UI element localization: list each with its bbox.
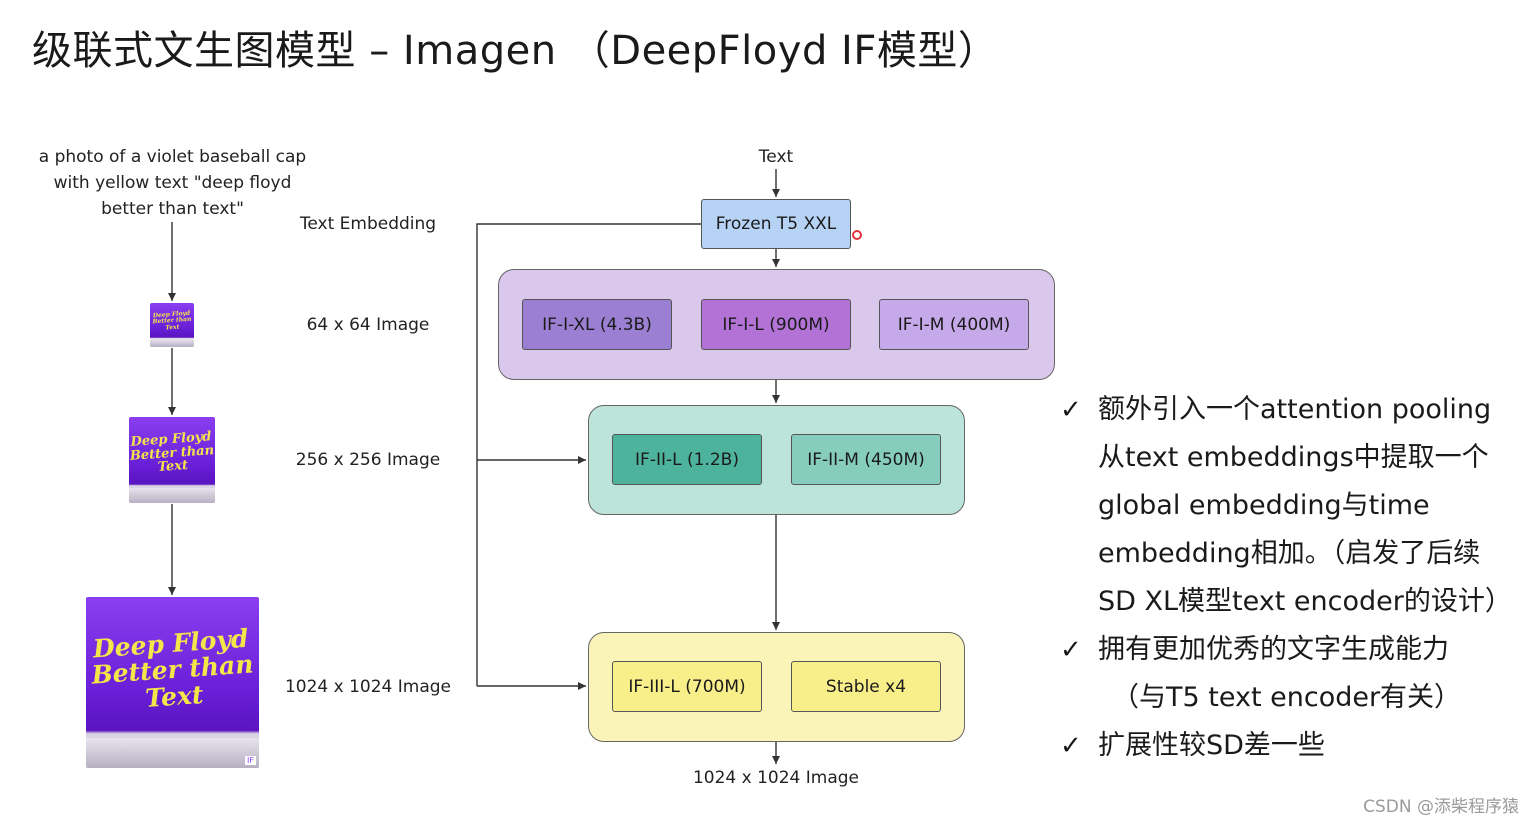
watermark: CSDN @添柴程序猿 bbox=[1363, 797, 1519, 817]
bullet-item: ✓ 拥有更加优秀的文字生成能力 （与T5 text encoder有关） bbox=[1060, 626, 1520, 722]
page-title: 级联式文生图模型 – Imagen （DeepFloyd IF模型） bbox=[32, 28, 999, 74]
bullet-line: SD XL模型text encoder的设计） bbox=[1098, 586, 1512, 617]
check-icon: ✓ bbox=[1060, 731, 1082, 761]
embedding-bus bbox=[476, 223, 701, 686]
bullet-line: 扩展性较SD差一些 bbox=[1098, 730, 1325, 761]
bullet-line: 额外引入一个attention pooling bbox=[1098, 394, 1492, 425]
model-if-i-xl: IF-I-XL (4.3B) bbox=[522, 299, 672, 350]
label-64-image: 64 x 64 Image bbox=[306, 315, 430, 335]
bullet-line: （与T5 text encoder有关） bbox=[1112, 682, 1462, 713]
check-icon: ✓ bbox=[1060, 635, 1082, 665]
label-256-image: 256 x 256 Image bbox=[295, 450, 441, 470]
model-if-i-l: IF-I-L (900M) bbox=[701, 299, 851, 350]
cap-image-1024: Deep Floyd Better than Text IF bbox=[86, 597, 259, 768]
model-stable-x4: Stable x4 bbox=[791, 661, 941, 712]
label-1024-image: 1024 x 1024 Image bbox=[284, 677, 452, 697]
prompt-line: with yellow text "deep floyd bbox=[53, 173, 292, 193]
prompt-line: a photo of a violet baseball cap bbox=[38, 147, 307, 167]
bullet-line: global embedding与time bbox=[1098, 490, 1430, 521]
check-icon: ✓ bbox=[1060, 395, 1082, 425]
bullet-line: 拥有更加优秀的文字生成能力 bbox=[1098, 634, 1449, 665]
model-if-ii-m: IF-II-M (450M) bbox=[791, 434, 941, 485]
pointer-cursor-icon bbox=[852, 230, 862, 240]
cap-image-64: Deep Floyd Better than Text bbox=[150, 303, 194, 347]
bullet-line: 从text embeddings中提取一个 bbox=[1098, 442, 1489, 473]
output-label: 1024 x 1024 Image bbox=[692, 768, 860, 788]
bullet-line: embedding相加。（启发了后续 bbox=[1098, 538, 1481, 569]
feature-bullets: ✓ 额外引入一个attention pooling 从text embeddin… bbox=[1060, 386, 1520, 770]
model-if-iii-l: IF-III-L (700M) bbox=[612, 661, 762, 712]
model-if-i-m: IF-I-M (400M) bbox=[879, 299, 1029, 350]
cap-image-256: Deep Floyd Better than Text bbox=[129, 417, 215, 503]
bullet-item: ✓ 额外引入一个attention pooling 从text embeddin… bbox=[1060, 386, 1520, 626]
prompt-line: better than text" bbox=[101, 199, 244, 219]
if-logo: IF bbox=[245, 756, 256, 765]
prompt-caption: a photo of a violet baseball cap with ye… bbox=[30, 144, 315, 222]
bullet-item: ✓ 扩展性较SD差一些 bbox=[1060, 722, 1520, 770]
text-input-label: Text bbox=[758, 147, 794, 167]
frozen-t5-encoder: Frozen T5 XXL bbox=[701, 199, 851, 249]
label-text-embedding: Text Embedding bbox=[299, 214, 437, 234]
model-if-ii-l: IF-II-L (1.2B) bbox=[612, 434, 762, 485]
